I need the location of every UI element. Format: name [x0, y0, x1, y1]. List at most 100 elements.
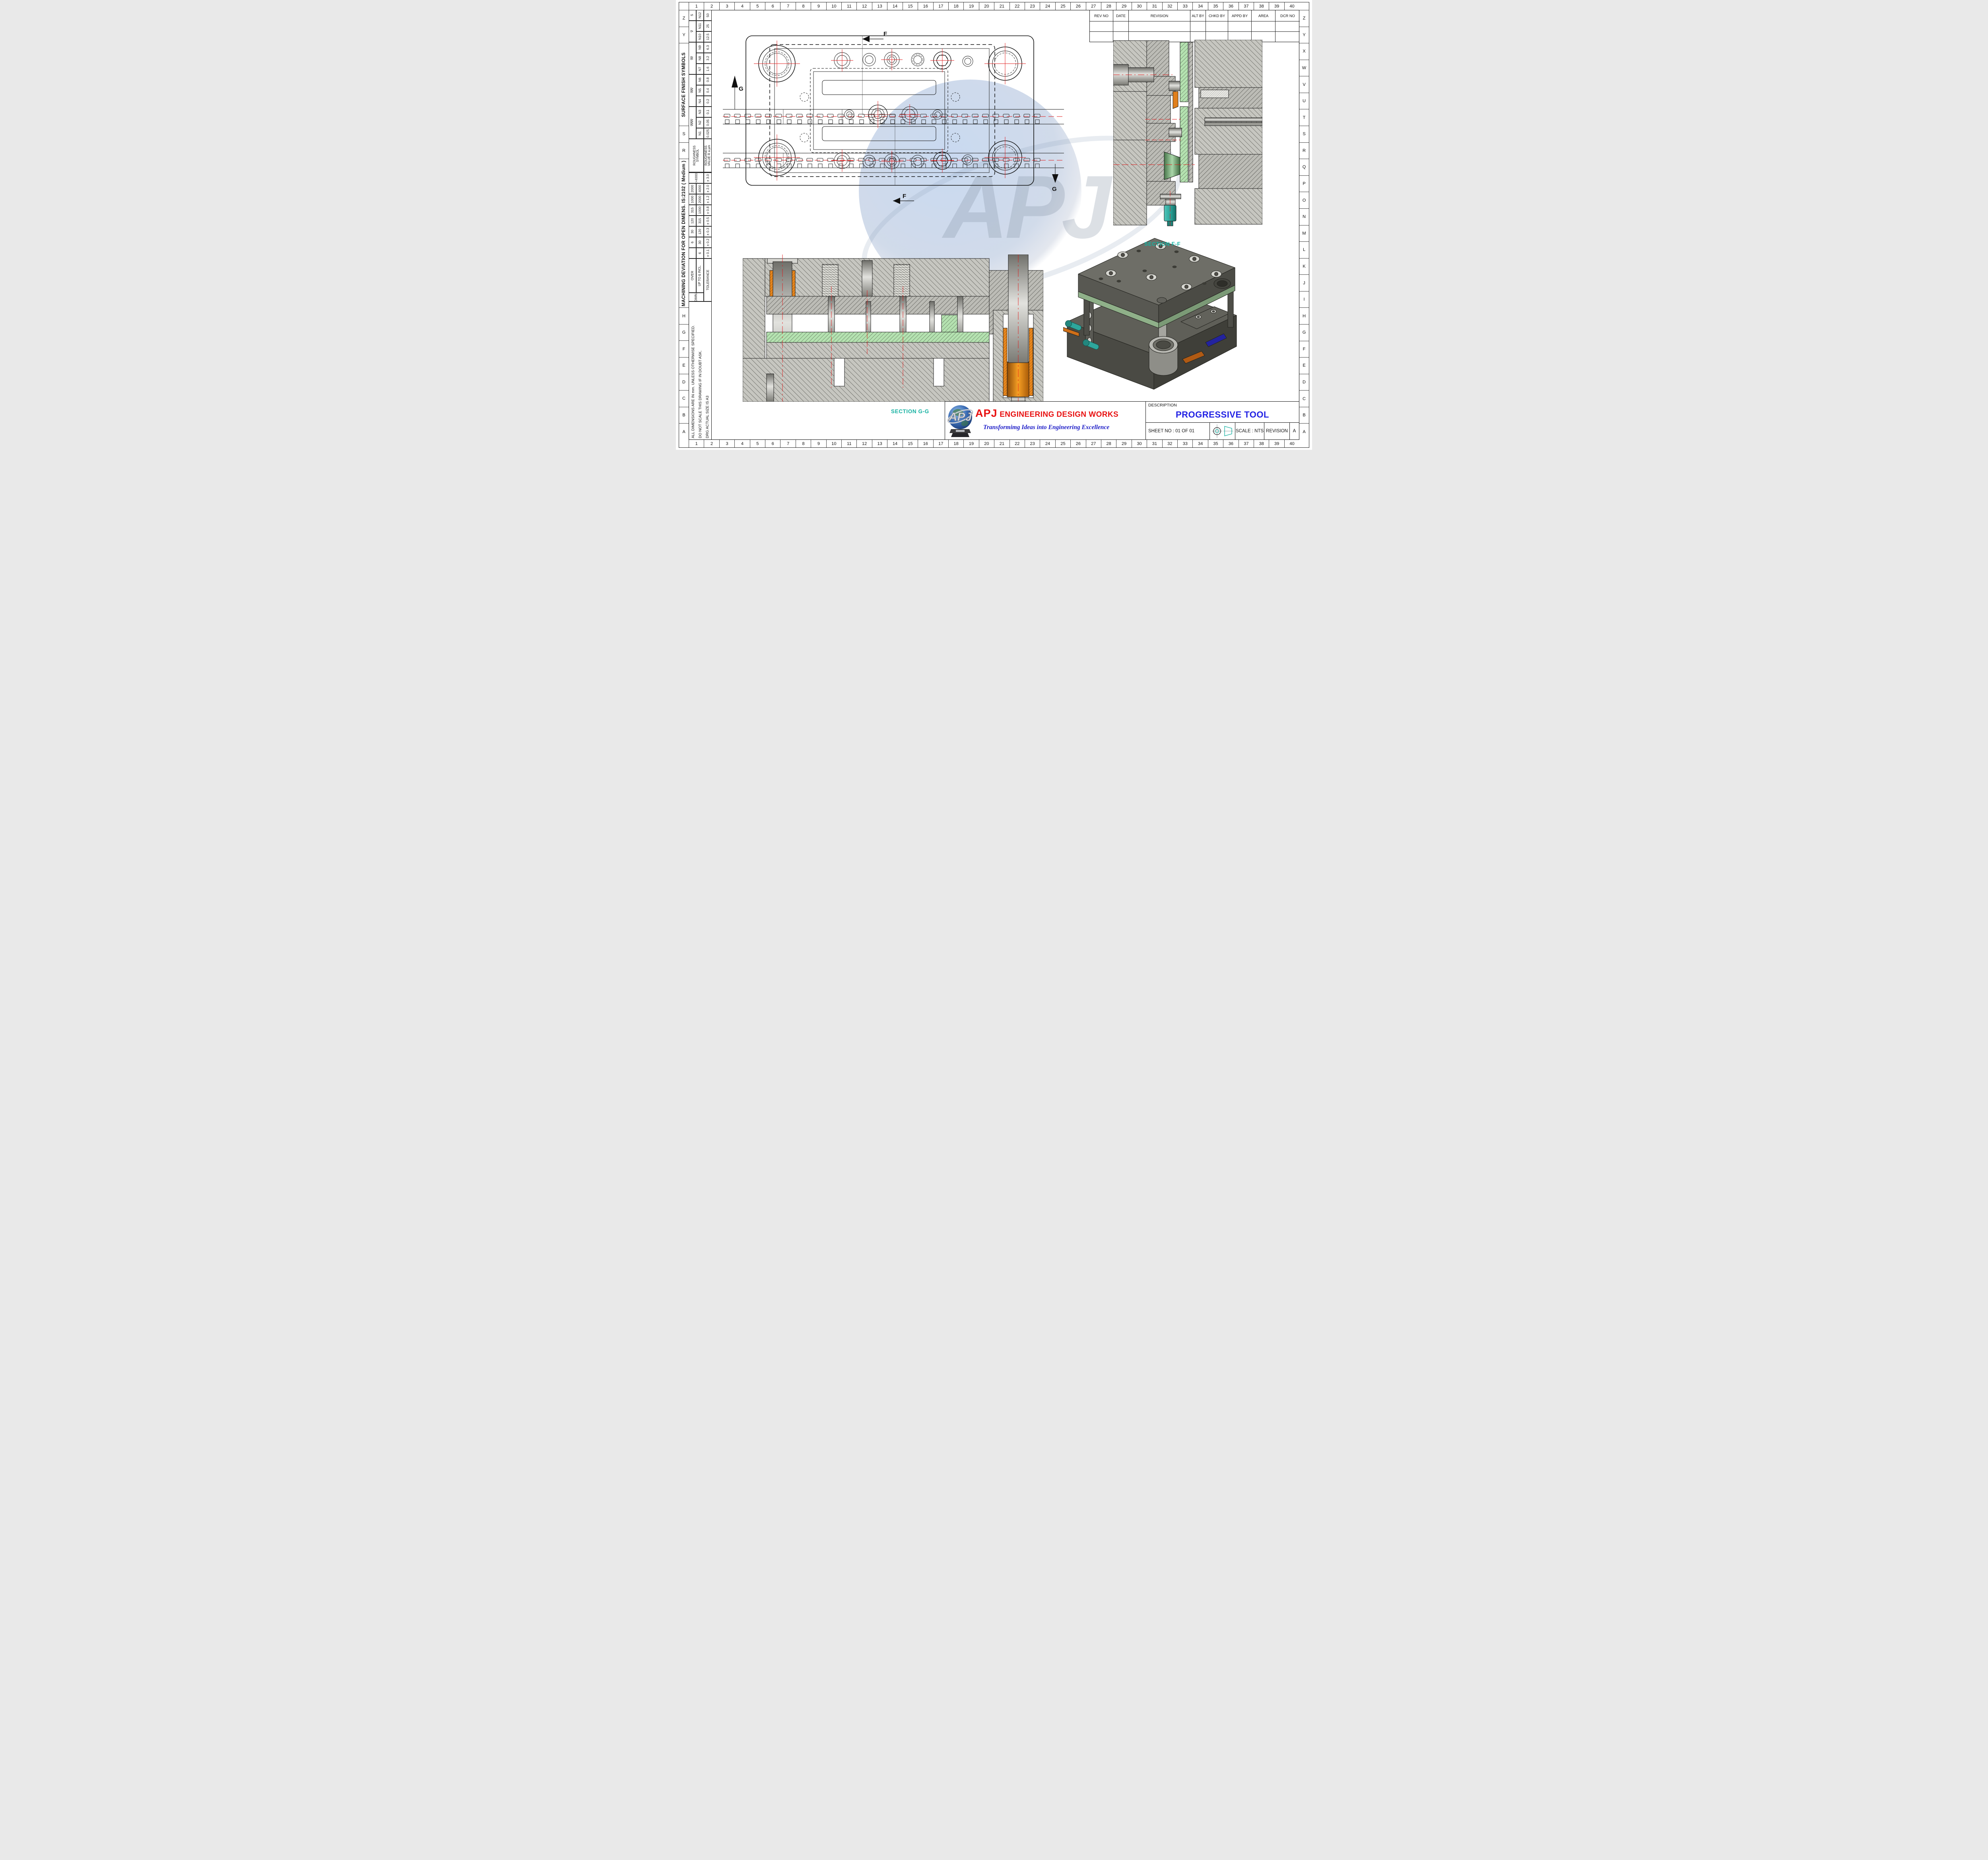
border-column-number: 7 — [780, 2, 795, 10]
centerlines — [782, 255, 1019, 402]
general-note: DO NOT SCALE THIS DRAWING IF IN DOUBT AS… — [698, 350, 702, 438]
section-arrow-g-right: G — [1052, 164, 1058, 192]
strip-orange-left — [1063, 327, 1079, 337]
roughness-grade-cell: N6 — [696, 74, 704, 85]
border-column-number: 34 — [1192, 2, 1208, 10]
tolerance-value-cell: ± 3.0 — [704, 173, 711, 183]
title-block: APJ APJ ENGINEERING DESIGN WORKS Transfo… — [945, 401, 1299, 440]
border-column-number: 29 — [1116, 440, 1131, 447]
border-row-letter: A — [1299, 423, 1309, 440]
machining-deviation-title: MACHINING DEVIATION FOR OPEN DIMENS. IS:… — [681, 160, 686, 306]
revision-cell — [1128, 21, 1190, 31]
dimn-label: DIMN. — [689, 293, 704, 301]
border-column-number: 40 — [1284, 440, 1299, 447]
roughness-grade-cell: N7 — [696, 64, 704, 74]
border-column-number: 20 — [978, 440, 994, 447]
tolerance-value-cell: ± 0.1 — [704, 248, 711, 258]
svg-text:G: G — [739, 86, 744, 92]
roughness-grade-cell: N10 — [696, 31, 704, 42]
teal-screw-3d — [1065, 320, 1082, 331]
tolerance-upto-cell: 6 — [696, 248, 704, 258]
border-column-number: 38 — [1254, 440, 1269, 447]
revision-column-header: REV NO — [1094, 14, 1109, 18]
isometric-view — [1063, 238, 1237, 390]
roughness-value-cell: 0.2 — [704, 96, 711, 107]
border-column-number: 3 — [719, 440, 734, 447]
border-column-number: 16 — [918, 2, 933, 10]
green-punch — [1164, 152, 1180, 180]
tolerance-value-cell: ± 0.2 — [704, 237, 711, 248]
border-row-letter: Y — [679, 26, 689, 43]
section-arrow-g-left: G — [732, 76, 744, 109]
company-name: APJ ENGINEERING DESIGN WORKS — [975, 407, 1118, 420]
roughness-symbol-cell: ∇∇∇ — [689, 74, 696, 107]
border-column-number: 32 — [1162, 440, 1177, 447]
tolerance-over-cell: >4000 — [689, 173, 704, 183]
tolerance-value-cell: ± 0.5 — [704, 216, 711, 226]
socket-screws — [1105, 243, 1222, 290]
border-row-letter: I — [1299, 291, 1309, 308]
border-column-number: 12 — [856, 2, 872, 10]
border-row-letter: Z — [1299, 10, 1309, 27]
roughness-value-cell: 0.8 — [704, 74, 711, 85]
border-row-letter: P — [1299, 175, 1309, 192]
border-row-letter: C — [679, 390, 689, 407]
border-column-number: 19 — [963, 440, 978, 447]
general-note: ALL DIMENSIONS ARE IN mm. UNLESS OTHERWI… — [691, 325, 695, 438]
tolerance-upto-cell: 2000 — [696, 194, 704, 205]
border-row-letter: S — [679, 126, 689, 142]
border-column-number: 1 — [689, 2, 704, 10]
strip-band-top — [723, 109, 1065, 124]
surface-finish-title: SURFACE FINISH SYMBOLS — [681, 52, 686, 117]
border-row-letter: M — [1299, 225, 1309, 242]
company-block: APJ APJ ENGINEERING DESIGN WORKS Transfo… — [945, 402, 1145, 439]
section-f-cutline: F F — [862, 31, 914, 204]
border-column-number: 3 — [719, 2, 734, 10]
tolerance-over-cell: 6 — [689, 237, 696, 248]
teal-screw-3d — [1082, 339, 1099, 350]
border-column-number: 26 — [1070, 2, 1085, 10]
border-row-letter: B — [679, 406, 689, 424]
border-column-number: 8 — [795, 2, 811, 10]
border-column-number: 25 — [1055, 440, 1070, 447]
roughness-grade-cell: N2 — [696, 117, 704, 128]
border-row-letter: D — [679, 373, 689, 391]
section-gg-view — [743, 255, 1043, 402]
guide-bushing-3d — [1149, 345, 1178, 376]
border-column-number: 30 — [1131, 440, 1147, 447]
tolerance-value-cell: ± 0.3 — [704, 226, 711, 237]
revision-column-header: APPD BY — [1228, 10, 1251, 21]
border-column-number: 13 — [872, 440, 887, 447]
revision-cell — [1090, 31, 1113, 42]
revision-label-cell: REVISION — [1264, 423, 1289, 439]
tolerance-value-cell: ± 1.2 — [704, 194, 711, 205]
border-row-letter: V — [1299, 76, 1309, 93]
border-column-number: 18 — [948, 2, 963, 10]
border-row-letter: N — [1299, 208, 1309, 225]
border-row-letter: X — [1299, 43, 1309, 60]
border-column-number: 14 — [887, 2, 902, 10]
border-column-number: 24 — [1040, 2, 1055, 10]
tolerance-upto-cell: 315 — [696, 216, 704, 226]
general-note: DRG ACTUAL SIZE IS A3 — [705, 395, 709, 438]
border-column-number: 17 — [933, 440, 948, 447]
border-row-letter: C — [1299, 390, 1309, 407]
roughness-value-cell: 0.4 — [704, 85, 711, 96]
revision-value-cell: A — [1289, 423, 1299, 439]
projection-symbol-cell — [1209, 423, 1235, 439]
roughness-value-cell: 12.5 — [704, 31, 711, 42]
tolerance-value-cell: ± 2.0 — [704, 183, 711, 194]
description-label: DESCRIPTION — [1148, 403, 1177, 408]
tolerance-over-cell: 2000 — [689, 183, 696, 194]
border-column-number: 15 — [902, 440, 918, 447]
border-row-letter: G — [1299, 324, 1309, 341]
border-column-number: 25 — [1055, 2, 1070, 10]
border-row-letter: SURFACE FINISH SYMBOLS — [679, 43, 689, 126]
tolerance-upto-cell: 120 — [696, 226, 704, 237]
border-column-number: 5 — [749, 440, 765, 447]
section-arrow-f-top — [862, 36, 883, 42]
border-column-number: 18 — [948, 440, 963, 447]
border-row-letter: B — [1299, 406, 1309, 424]
sheet-outer-frame — [679, 2, 1309, 448]
